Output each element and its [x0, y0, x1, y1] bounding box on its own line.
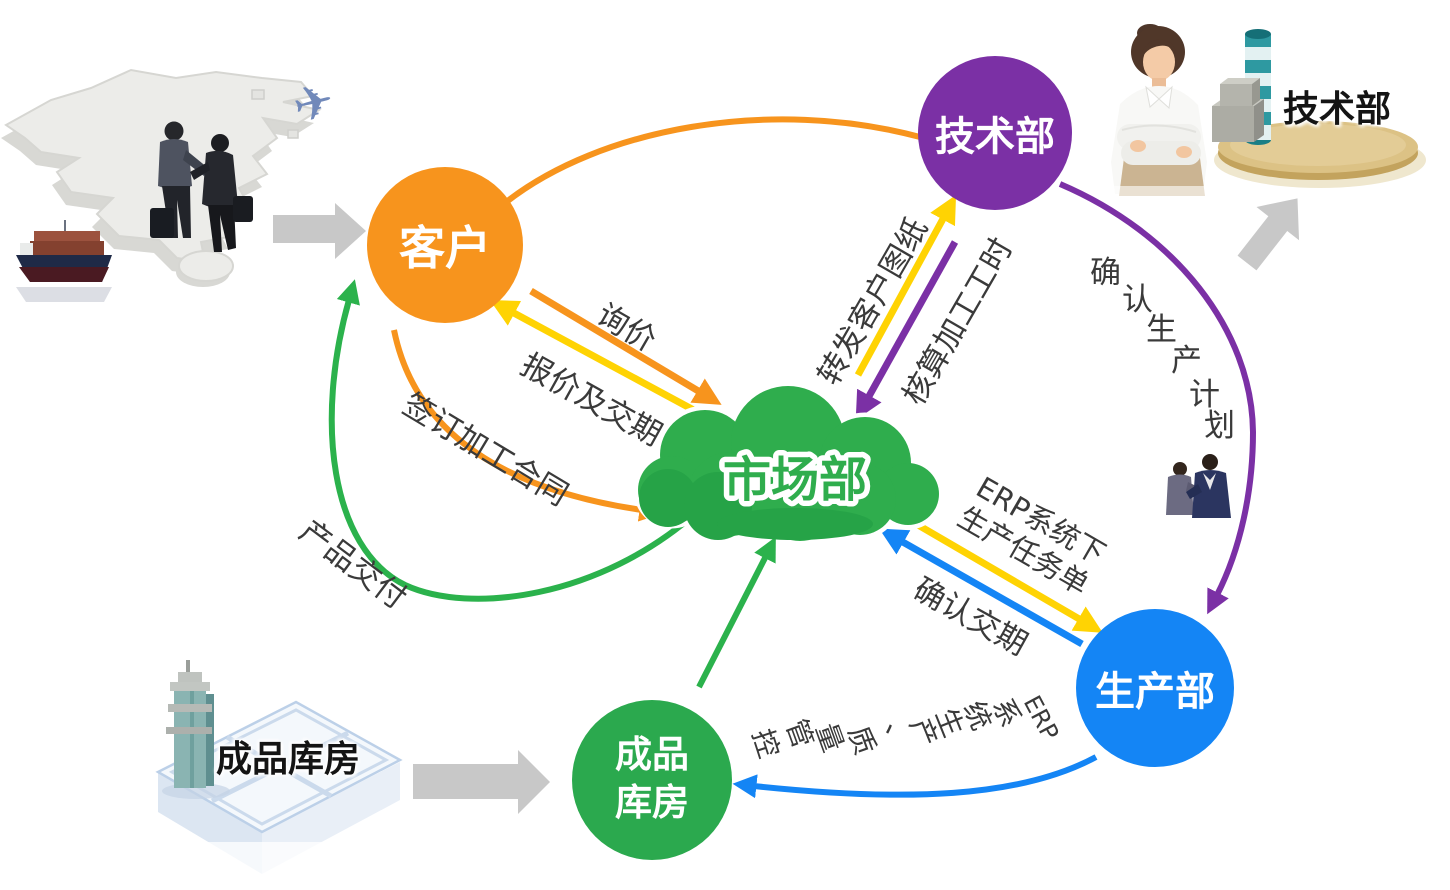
office-tower-icon [1212, 29, 1271, 145]
edge-confirm-plan [1058, 181, 1257, 615]
edge-confirm-delivery [879, 528, 1084, 648]
businessmen-photo [1166, 454, 1231, 518]
confirm-plan-char: 划 [1204, 408, 1235, 444]
warehouse-label: 成品 库房 [615, 731, 689, 827]
cargo-ship-photo [16, 220, 112, 302]
handshake-photo [150, 121, 253, 252]
to-tech-platform-arrow [1237, 198, 1300, 271]
tech-dept-label: 技术部 [935, 114, 1055, 160]
edge-warehouse-to-market [696, 536, 776, 689]
edge-contract [391, 329, 664, 522]
confirm-plan-char: 认 [1122, 282, 1153, 318]
production-dept-node [1076, 609, 1234, 767]
warehouse-label-line1: 成品 [615, 732, 689, 776]
customer-node [367, 167, 523, 323]
edge-quotation [489, 300, 703, 418]
marketing-cloud: 市场部 [633, 381, 944, 546]
map-to-customer-arrow [273, 203, 366, 259]
confirm-plan-char: 计 [1189, 377, 1220, 413]
edge-product-delivery [328, 279, 699, 602]
customer-label: 客户 [399, 221, 491, 275]
edge-erp-quality [732, 754, 1098, 799]
businesswoman-photo [1104, 24, 1224, 200]
edge-calc-hours [855, 240, 959, 421]
platform-to-warehouse-arrow [413, 750, 550, 814]
warehouse-platform-label: 成品库房 [215, 739, 361, 780]
edge-customer-tech [503, 116, 921, 206]
warehouse-platform [150, 700, 410, 886]
confirm-plan-char: 生 [1146, 312, 1177, 348]
warehouse-node [572, 700, 732, 860]
tech-platform-label: 技术部 [1282, 89, 1392, 130]
confirm-plan-char: 产 [1171, 343, 1202, 379]
marketing-dept-label: 市场部 [723, 452, 867, 508]
production-dept-label: 生产部 [1095, 669, 1215, 715]
tech-dept-node [918, 56, 1072, 210]
edge-erp-task [904, 514, 1103, 633]
warehouse-building-icon [166, 660, 214, 788]
edge-inquiry [529, 287, 722, 405]
warehouse-label-line2: 库房 [615, 781, 689, 824]
edge-forward-drawings [854, 194, 957, 377]
confirm-plan-char: 确 [1090, 255, 1121, 291]
